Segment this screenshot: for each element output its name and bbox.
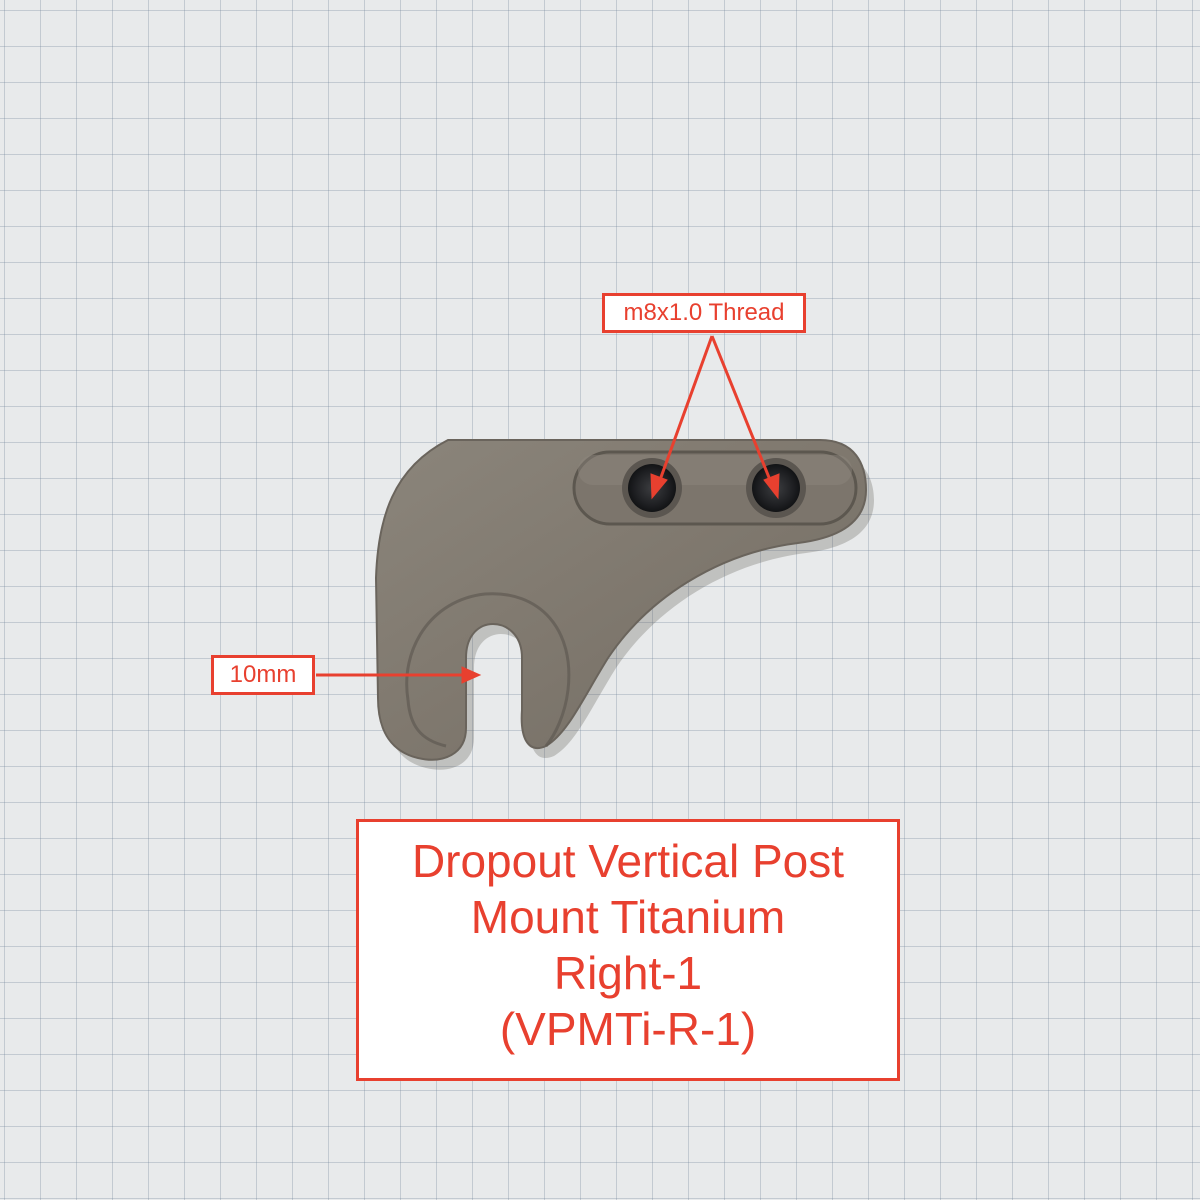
arrow-icon (316, 335, 780, 684)
product-title-line-2: Mount Titanium (470, 891, 786, 943)
product-title-line-3: Right-1 (553, 947, 703, 999)
product-code: (VPMTi-R-1) (499, 1003, 757, 1055)
axle-slot-boss-lower (406, 699, 447, 748)
axle-slot-boss (405, 592, 571, 747)
product-title-box: Dropout Vertical Post Mount Titanium Rig… (356, 819, 900, 1081)
slot-width-label: 10mm (211, 655, 315, 695)
product-title-line-1: Dropout Vertical Post (411, 835, 845, 887)
hanger-strip-highlight (578, 455, 852, 485)
thread-spec-label: m8x1.0 Thread (602, 293, 806, 333)
